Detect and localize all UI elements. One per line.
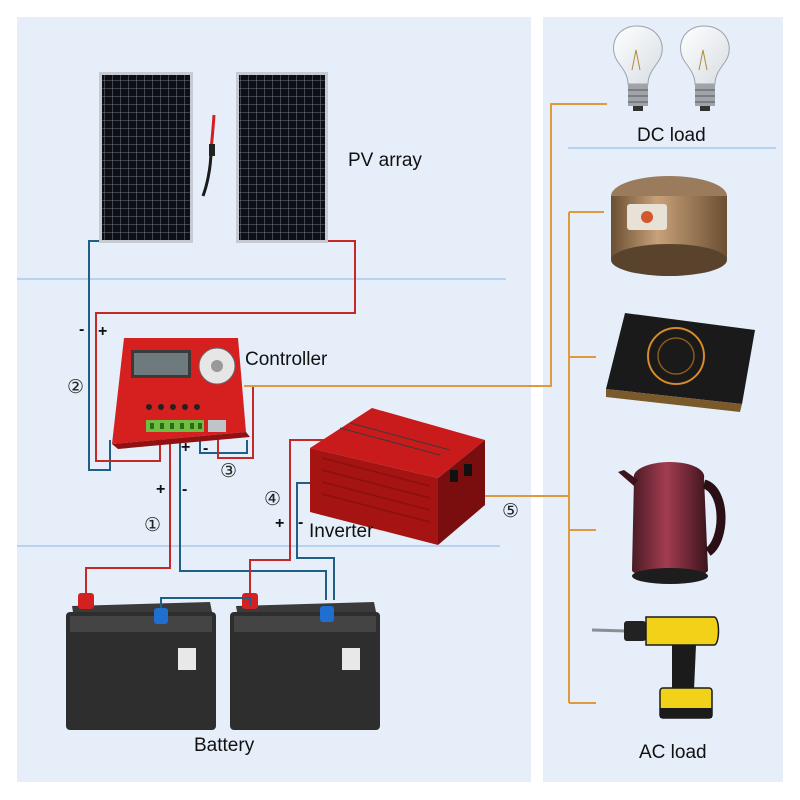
rice-cooker-icon (611, 176, 727, 276)
inverter-device (310, 408, 485, 545)
battery-link-wire (160, 597, 251, 608)
battery-unit (66, 593, 216, 730)
step-1-marker: ① (144, 514, 161, 536)
battery-plus-sign: + (156, 481, 165, 498)
pv-array-label: PV array (348, 150, 422, 171)
dc-load-wire (199, 438, 248, 454)
dc-load-label: DC load (637, 125, 706, 146)
battery-unit (230, 593, 380, 730)
inverter-positive-wire (249, 439, 325, 600)
load-minus-sign: - (203, 440, 208, 457)
battery-minus-sign: - (182, 481, 187, 498)
step-2-marker: ② (67, 376, 84, 398)
inverter-minus-sign: - (298, 514, 303, 531)
drill-icon (591, 616, 720, 719)
pv-minus-sign: - (79, 321, 84, 338)
ac-load-label: AC load (639, 742, 707, 763)
battery-positive-wire (85, 438, 171, 598)
wiring (85, 240, 356, 600)
step-3-marker: ③ (220, 460, 237, 482)
kettle-icon (618, 462, 726, 584)
battery-negative-wire (179, 438, 327, 600)
load-wiring (244, 103, 607, 704)
dc-load-wire (217, 386, 254, 459)
pv-panel (99, 72, 193, 243)
induction-cooker-icon (606, 313, 755, 412)
inverter-label: Inverter (309, 521, 374, 542)
inverter-plus-sign: + (275, 515, 284, 532)
inverter-negative-wire (296, 482, 335, 600)
battery-label: Battery (194, 735, 255, 756)
step-4-marker: ④ (264, 488, 281, 510)
pv-connector-cable (201, 114, 216, 197)
pv-panel (236, 72, 328, 243)
bulb-icon (613, 25, 663, 111)
controller-device (112, 338, 250, 449)
step-5-marker: ⑤ (502, 500, 519, 522)
load-plus-sign: + (181, 439, 190, 456)
pv-plus-sign: + (98, 323, 107, 340)
pv-positive-wire (95, 240, 356, 462)
controller-label: Controller (245, 349, 328, 370)
bulb-icon (680, 25, 730, 111)
